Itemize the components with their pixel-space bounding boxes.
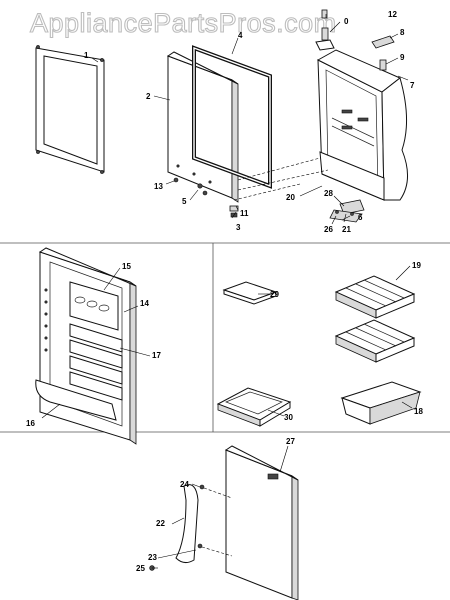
callout-5: 5 <box>182 197 187 206</box>
part-egg-tray <box>69 281 119 331</box>
callout-6: 6 <box>358 213 363 222</box>
callout-24: 24 <box>180 480 189 489</box>
part-ice-tray-lower <box>334 319 416 363</box>
part-door-frame <box>35 45 105 174</box>
callout-25: 25 <box>136 564 145 573</box>
callout-10: 0 <box>344 17 349 26</box>
leader-lines <box>41 14 413 569</box>
alignment-lines-bottom <box>201 487 233 557</box>
part-door-panel <box>166 51 239 203</box>
part-drip-tray-30 <box>216 387 292 427</box>
callout-22: 22 <box>156 519 165 528</box>
part-bottom-hinge <box>329 199 365 223</box>
part-door-handle <box>175 484 199 564</box>
callout-21: 21 <box>342 225 351 234</box>
callout-23: 23 <box>148 553 157 562</box>
callout-15: 15 <box>122 262 131 271</box>
part-cabinet <box>316 49 408 201</box>
callout-11: 11 <box>240 209 249 218</box>
callout-20: 20 <box>286 193 295 202</box>
callout-16: 16 <box>26 419 35 428</box>
callout-12: 12 <box>388 10 397 19</box>
part-door-bins <box>69 323 123 401</box>
callout-29: 29 <box>270 290 279 299</box>
callout-18: 18 <box>414 407 423 416</box>
callout-7: 7 <box>410 81 415 90</box>
callout-8: 8 <box>400 28 405 37</box>
part-shelf-29 <box>222 281 278 305</box>
callout-30: 30 <box>284 413 293 422</box>
callout-27: 27 <box>286 437 295 446</box>
callout-3: 3 <box>236 223 241 232</box>
callout-26: 26 <box>324 225 333 234</box>
part-bottom-shelf <box>35 379 117 421</box>
watermark: AppliancePartsPros.com <box>30 8 337 38</box>
part-top-hinge <box>315 9 395 71</box>
callout-9: 9 <box>400 53 405 62</box>
callout-28: 28 <box>324 189 333 198</box>
callout-13: 13 <box>154 182 163 191</box>
alignment-lines-top <box>233 157 329 201</box>
callout-labels: 1 2 3 4 5 6 7 8 9 0 11 12 13 14 15 16 17… <box>26 10 423 573</box>
callout-2: 2 <box>146 92 151 101</box>
callout-1: 1 <box>84 51 89 60</box>
part-ice-bin-18 <box>340 381 422 425</box>
callout-19: 19 <box>412 261 421 270</box>
part-ice-tray-upper <box>334 275 416 319</box>
callout-17: 17 <box>152 351 161 360</box>
callout-14: 14 <box>140 299 149 308</box>
callout-4: 4 <box>238 31 243 40</box>
part-outer-door <box>224 445 299 600</box>
part-door-gasket <box>192 45 272 189</box>
